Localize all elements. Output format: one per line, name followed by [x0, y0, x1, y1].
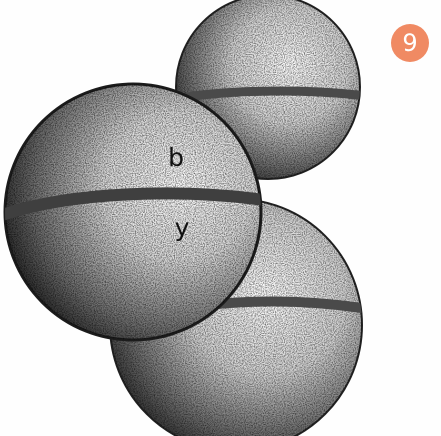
lower-hemisphere-label: y [175, 213, 190, 242]
upper-hemisphere-label: b [168, 143, 184, 172]
figure-number: 9 [402, 31, 417, 55]
figure-number-badge: 9 [391, 24, 429, 62]
